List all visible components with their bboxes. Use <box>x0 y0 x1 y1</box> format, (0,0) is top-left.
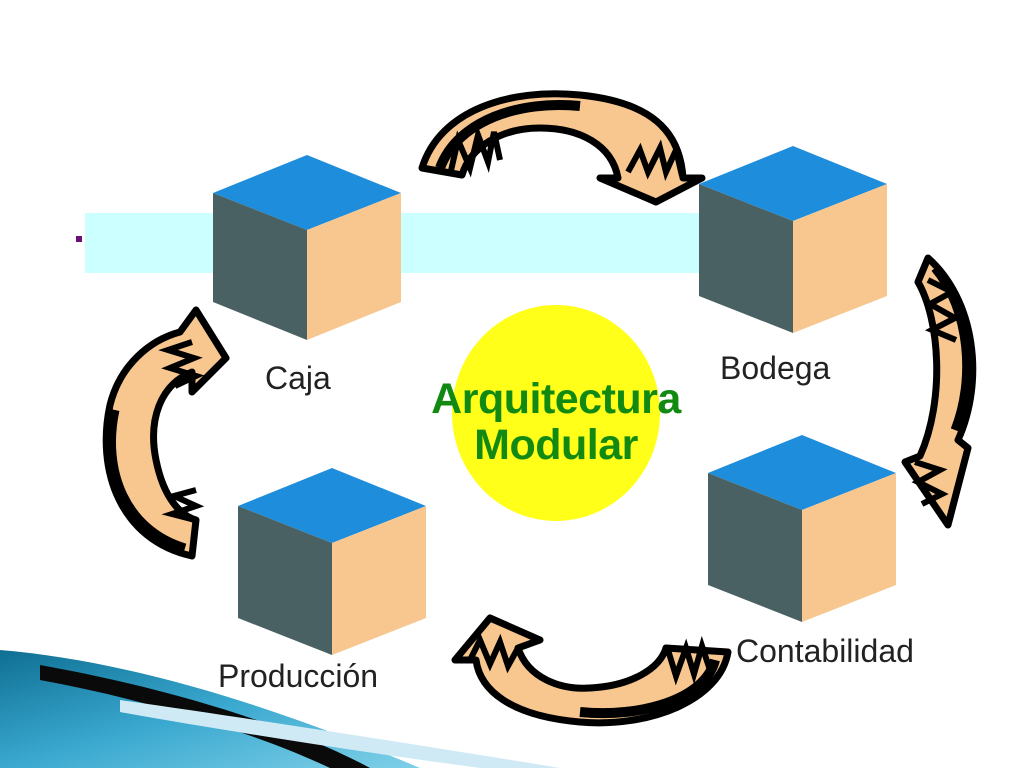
cube-icon <box>708 435 896 622</box>
module-label-contabilidad: Contabilidad <box>736 633 914 669</box>
center-title-line-2: Modular <box>474 421 638 469</box>
center-circle <box>452 305 660 521</box>
center-title: Arquitectura Modular <box>396 376 716 468</box>
corner-swoosh <box>0 650 560 768</box>
module-label-produccion: Producción <box>218 658 379 694</box>
curved-arrow-icon <box>901 254 977 529</box>
module-label-caja: Caja <box>265 360 331 396</box>
cube-icon <box>238 468 426 655</box>
center-title-line-1: Arquitectura <box>431 375 681 423</box>
curved-arrow-icon <box>102 306 230 560</box>
module-label-bodega: Bodega <box>720 350 831 386</box>
highlight-bar <box>85 213 725 273</box>
curved-arrow-icon <box>418 90 706 206</box>
bullet-marker <box>76 236 82 242</box>
cube-icon <box>213 155 401 340</box>
curved-arrow-icon <box>451 614 732 727</box>
cube-icon <box>699 146 887 333</box>
